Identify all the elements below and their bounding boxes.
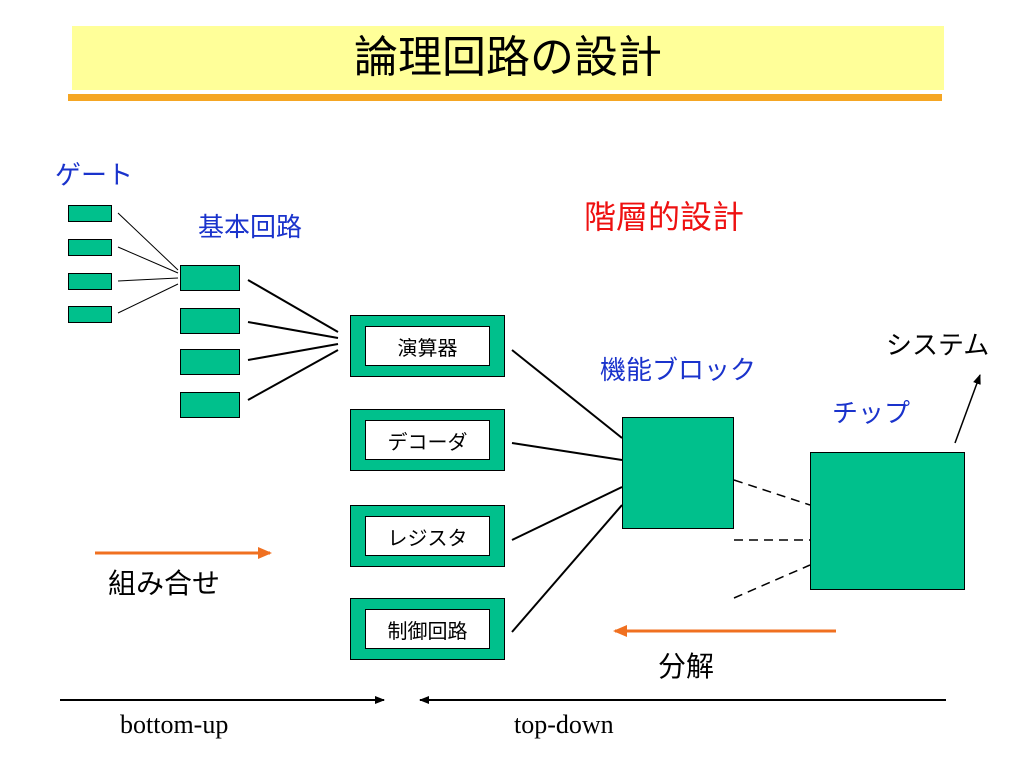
basic-circuit-box [180, 392, 240, 418]
top-down-label: top-down [514, 710, 614, 739]
gate-label: ゲート [55, 161, 134, 191]
block-label: 制御回路 [365, 609, 490, 649]
block-connectors [511, 349, 623, 633]
decompose-label: 分解 [658, 650, 715, 683]
block-label: デコーダ [365, 420, 490, 460]
basic-circuit-box [180, 265, 240, 291]
page-title: 論理回路の設計 [354, 32, 662, 83]
alu-block: 演算器 [350, 315, 505, 377]
title-band [72, 26, 944, 90]
decoder-block: デコーダ [350, 409, 505, 471]
chip-label: チップ [832, 399, 911, 429]
title-underline [68, 94, 942, 101]
block-label: レジスタ [365, 516, 490, 556]
bottom-up-label: bottom-up [120, 710, 229, 739]
basic-circuit-label: 基本回路 [198, 213, 303, 243]
system-arrow [954, 374, 981, 444]
hierarchical-design-label: 階層的設計 [584, 198, 745, 236]
gate-box [68, 273, 112, 290]
register-block: レジスタ [350, 505, 505, 567]
functional-block-box [622, 417, 734, 529]
gate-box [68, 205, 112, 222]
gate-connectors [117, 212, 179, 314]
chip-box [810, 452, 965, 590]
gate-box [68, 306, 112, 323]
dashed-connectors [733, 479, 811, 599]
basic-circuit-connectors [247, 279, 339, 401]
basic-circuit-box [180, 308, 240, 334]
block-label: 演算器 [365, 326, 490, 366]
gate-box [68, 239, 112, 256]
functional-block-label: 機能ブロック [600, 356, 757, 386]
system-label: システム [886, 331, 990, 361]
combine-label: 組み合せ [108, 567, 221, 600]
basic-circuit-box [180, 349, 240, 375]
control-circuit-block: 制御回路 [350, 598, 505, 660]
